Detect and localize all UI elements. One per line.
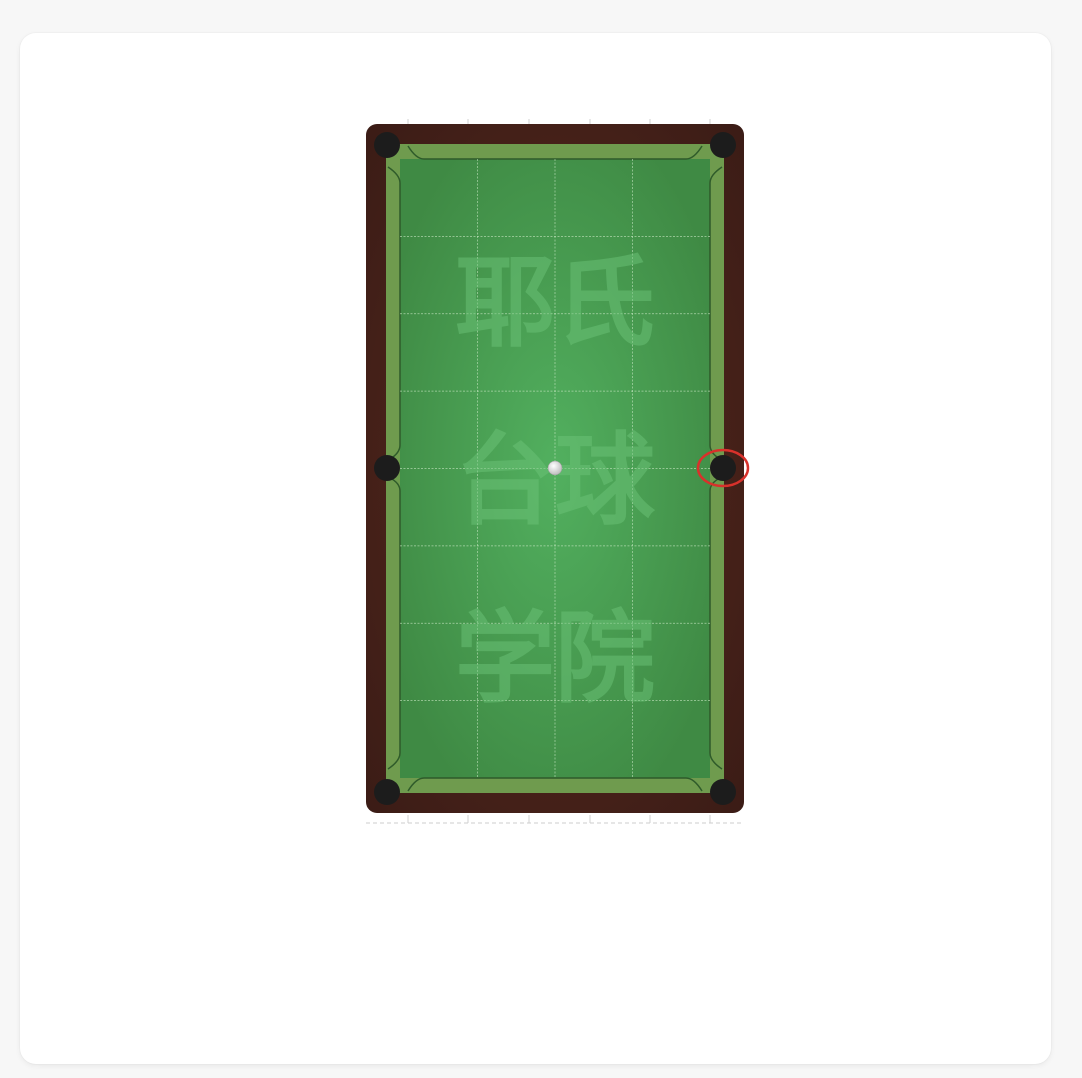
pocket-middle-left[interactable] — [374, 455, 400, 481]
pocket-top-left[interactable] — [374, 132, 400, 158]
cue-ball[interactable] — [547, 460, 563, 476]
pockets — [374, 132, 736, 805]
watermark-line-1: 耶氏 — [455, 244, 655, 361]
pocket-bottom-right[interactable] — [710, 779, 736, 805]
watermark-line-3: 学院 — [455, 600, 655, 717]
pool-table-svg[interactable]: 耶氏 台球 学院 — [360, 117, 752, 833]
pocket-top-right[interactable] — [710, 132, 736, 158]
pool-table[interactable]: 耶氏 台球 学院 — [360, 117, 752, 833]
target-pocket-ring — [696, 448, 750, 488]
content-card: 耶氏 台球 学院 — [20, 33, 1051, 1064]
watermark-line-2: 台球 — [455, 422, 656, 539]
bottom-ruler-ticks — [407, 815, 711, 823]
watermark: 耶氏 台球 学院 — [455, 244, 656, 717]
pocket-bottom-left[interactable] — [374, 779, 400, 805]
pocket-middle-right[interactable] — [710, 455, 736, 481]
